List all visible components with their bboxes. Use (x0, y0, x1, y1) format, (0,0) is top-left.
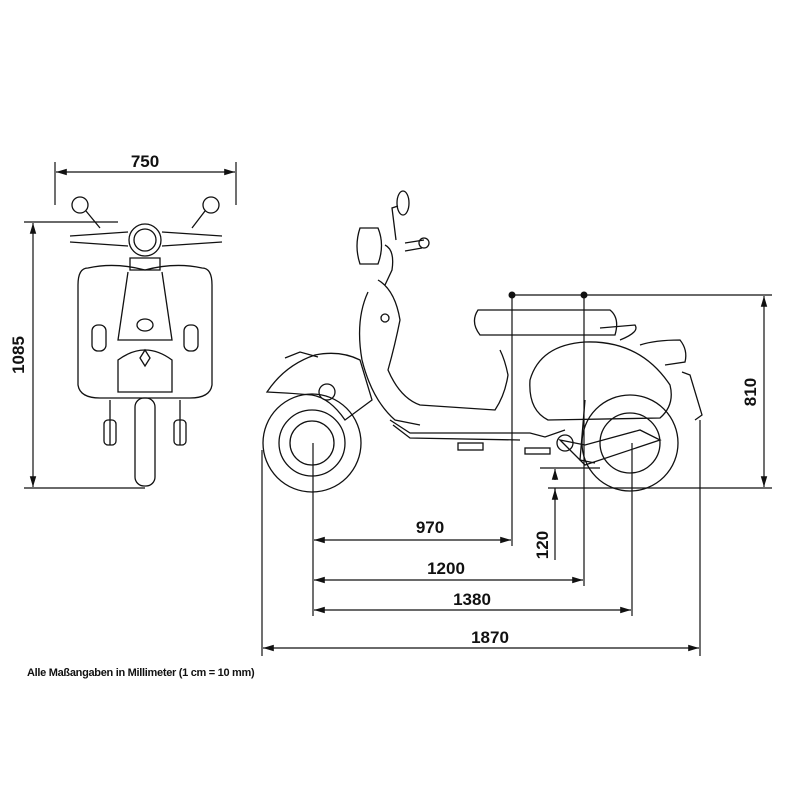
extension-lines (261, 291, 701, 656)
dimension-label-970: 970 (416, 518, 444, 537)
dimension-label-1380: 1380 (453, 590, 491, 609)
units-footnote: Alle Maßangaben in Millimeter (1 cm = 10… (27, 667, 255, 679)
dimension-1085: 1085 (9, 221, 145, 489)
dimension-1200: 1200 (314, 559, 583, 584)
front-view (69, 196, 223, 487)
dimension-label-1200: 1200 (427, 559, 465, 578)
dimension-label-810: 810 (741, 378, 760, 406)
dimension-1870: 1870 (263, 628, 699, 652)
dimension-750: 750 (54, 152, 237, 205)
dimension-970: 970 (314, 518, 511, 544)
dimension-120: 120 (533, 467, 600, 560)
side-view (262, 190, 703, 493)
dimension-label-120: 120 (533, 531, 552, 559)
dimension-1380: 1380 (314, 590, 631, 614)
dimension-810: 810 (512, 294, 772, 489)
dimension-label-1085: 1085 (9, 336, 28, 374)
dimension-label-1870: 1870 (471, 628, 509, 647)
dimension-label-750: 750 (131, 152, 159, 171)
